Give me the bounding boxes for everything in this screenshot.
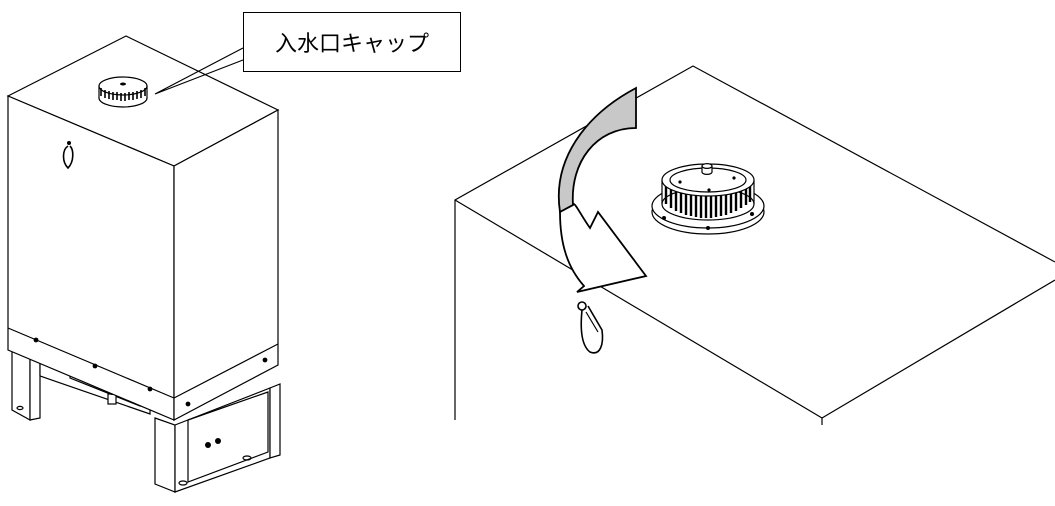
callout-label-box: 入水口キャップ [243,12,461,72]
cap-closeup [454,65,1055,425]
tank-inlet-cap [98,76,148,108]
callout-leader [154,47,244,95]
inlet-cap-closeup [651,163,765,235]
carabiner-hook-icon [577,301,604,354]
rotate-arrow-icon [557,86,648,293]
inlet-cap-label: 入水口キャップ [274,32,429,57]
tank-overview [6,35,281,493]
tank-hook-icon [62,145,74,170]
